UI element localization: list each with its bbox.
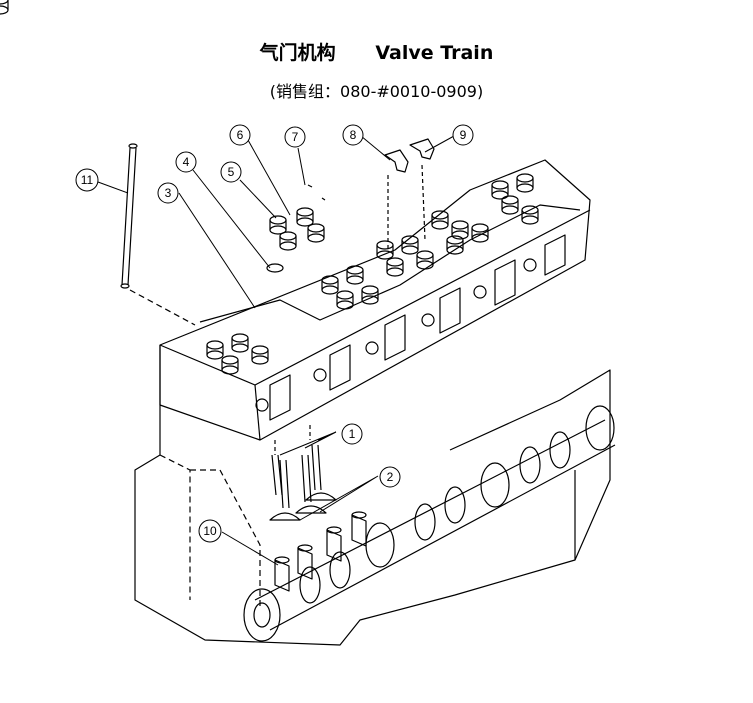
engine-block [134,369,611,646]
callout-10: 10 [198,519,222,543]
callout-1-number: 1 [349,427,356,441]
callout-1: 1 [341,423,363,445]
camshaft [243,405,616,642]
callout-8-number: 8 [350,128,357,142]
rocker-arms [384,138,435,250]
diagram-title: 气门机构 Valve Train [0,38,753,65]
callout-10-number: 10 [203,524,217,538]
callout-9: 9 [452,124,474,146]
callout-2-number: 2 [387,470,394,484]
leader-lines [97,135,455,566]
diagram-subtitle: (销售组：080-#0010-0909) [269,82,484,101]
callout-7: 7 [284,126,306,148]
callout-7-number: 7 [292,130,299,144]
callout-4-number: 4 [183,155,190,169]
callout-11-number: 11 [81,173,94,187]
callout-4: 4 [175,151,197,173]
title-cn: 气门机构 [259,42,336,64]
callout-3-number: 3 [165,186,172,200]
push-rod [120,143,196,326]
exploded-spring-parts [266,184,326,273]
tappets [274,511,367,592]
callouts: 1 2 3 4 5 6 7 8 [75,124,474,543]
title-en: Valve Train [375,42,494,64]
callout-9-number: 9 [460,128,467,142]
callout-2: 2 [379,466,401,488]
cylinder-head [159,159,591,441]
callout-6-number: 6 [237,128,244,142]
callout-6: 6 [229,124,251,146]
callout-5-number: 5 [228,165,235,179]
callout-5: 5 [220,161,242,183]
valves [269,425,337,521]
callout-3: 3 [157,182,179,204]
callout-8: 8 [342,124,364,146]
callout-11: 11 [75,168,99,192]
head-valve-springs [0,0,539,375]
